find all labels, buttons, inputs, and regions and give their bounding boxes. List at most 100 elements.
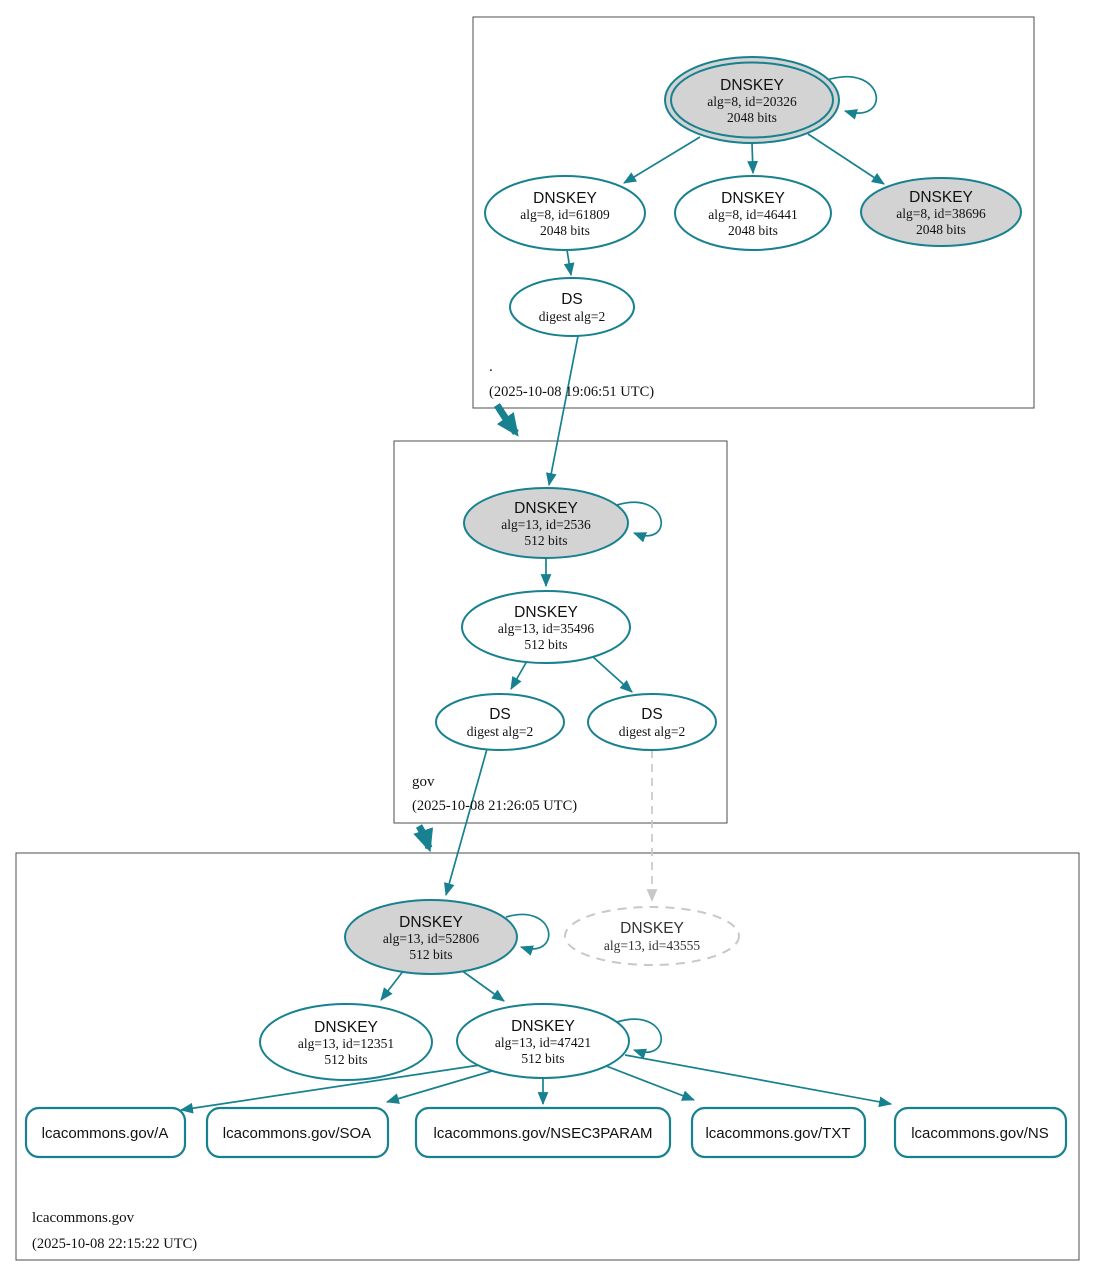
rrset-ns-box[interactable] (893, 1106, 1068, 1159)
dnskey-38696-bits: 2048 bits (916, 222, 966, 237)
dnskey-61809-bits: 2048 bits (540, 223, 590, 238)
dnskey-46441-title: DNSKEY (721, 190, 785, 207)
dnskey-43555-node[interactable]: DNSKEY alg=13, id=43555 (564, 906, 740, 966)
dnskey-47421-detail: alg=13, id=47421 (495, 1035, 591, 1050)
rrset-a-label: lcacommons.gov/A (42, 1125, 169, 1142)
dnskey-52806-title: DNSKEY (399, 914, 463, 931)
rrset-a-node[interactable]: lcacommons.gov/A (24, 1106, 187, 1159)
self-loop-dnskey-47421 (616, 1018, 663, 1059)
zone-timestamp-lcacommons: (2025-10-08 22:15:22 UTC) (32, 1236, 197, 1252)
edge-root-ds-to-gov-dnskey-2536 (545, 335, 579, 487)
edge-35496-to-ds-left (510, 660, 528, 690)
dnskey-20326-node[interactable]: DNSKEY alg=8, id=20326 2048 bits (664, 56, 840, 144)
ds-root-title: DS (561, 291, 583, 308)
edge-35496-to-ds-right (591, 655, 633, 693)
delegation-arrow-gov-to-lcacommons (413, 824, 434, 853)
dnskey-35496-bits: 512 bits (524, 637, 567, 652)
dnskey-12351-node[interactable]: DNSKEY alg=13, id=12351 512 bits (259, 1003, 433, 1081)
zone-timestamp-root: (2025-10-08 19:06:51 UTC) (489, 384, 654, 400)
dnskey-61809-detail: alg=8, id=61809 (520, 207, 610, 222)
ds-gov-right-ellipse[interactable] (587, 693, 717, 751)
dnskey-20326-bits: 2048 bits (727, 110, 777, 125)
dnskey-35496-ellipse[interactable] (461, 590, 631, 664)
dnskey-2536-ellipse[interactable] (463, 487, 629, 559)
dnskey-2536-detail: alg=13, id=2536 (501, 517, 591, 532)
dnskey-20326-ellipse-outer[interactable] (664, 56, 840, 144)
dnskey-12351-detail: alg=13, id=12351 (298, 1036, 394, 1051)
rrset-soa-box[interactable] (205, 1106, 390, 1159)
rrset-txt-box[interactable] (690, 1106, 867, 1159)
dnskey-12351-title: DNSKEY (314, 1019, 378, 1036)
ds-root-node[interactable]: DS digest alg=2 (509, 277, 635, 337)
dnskey-46441-bits: 2048 bits (728, 223, 778, 238)
self-loop-dnskey-52806 (505, 913, 550, 956)
ds-root-ellipse[interactable] (509, 277, 635, 337)
ds-gov-left-node[interactable]: DS digest alg=2 (435, 693, 565, 751)
rrset-ns-node[interactable]: lcacommons.gov/NS (893, 1106, 1068, 1159)
dnskey-38696-node[interactable]: DNSKEY alg=8, id=38696 2048 bits (860, 177, 1022, 247)
dnskey-38696-title: DNSKEY (909, 189, 973, 206)
dnskey-61809-ellipse[interactable] (484, 175, 646, 251)
edge-47421-to-rrset-ns (624, 1054, 893, 1108)
rrset-nsec3param-box[interactable] (414, 1106, 672, 1159)
edge-52806-to-47421 (460, 969, 505, 1002)
dnskey-61809-title: DNSKEY (533, 190, 597, 207)
ds-gov-left-title: DS (489, 706, 511, 723)
dnskey-20326-ellipse-inner (670, 61, 834, 139)
dnskey-12351-ellipse[interactable] (259, 1003, 433, 1081)
rrset-a-box[interactable] (24, 1106, 187, 1159)
dnskey-35496-title: DNSKEY (514, 604, 578, 621)
dnskey-2536-title: DNSKEY (514, 500, 578, 517)
rrset-txt-node[interactable]: lcacommons.gov/TXT (690, 1106, 867, 1159)
rrset-soa-node[interactable]: lcacommons.gov/SOA (205, 1106, 390, 1159)
edge-61809-to-ds (563, 249, 575, 277)
dnskey-47421-ellipse[interactable] (456, 1003, 630, 1079)
edge-47421-to-rrset-txt (600, 1063, 696, 1101)
ds-gov-right-title: DS (641, 706, 663, 723)
zone-label-lcacommons: lcacommons.gov (32, 1210, 135, 1226)
dnskey-35496-detail: alg=13, id=35496 (498, 621, 594, 636)
dnskey-47421-bits: 512 bits (521, 1051, 564, 1066)
dnskey-38696-ellipse[interactable] (860, 177, 1022, 247)
ds-root-detail: digest alg=2 (539, 309, 605, 324)
ds-gov-right-node[interactable]: DS digest alg=2 (587, 693, 717, 751)
dnskey-52806-ellipse[interactable] (344, 899, 518, 975)
dnskey-47421-title: DNSKEY (511, 1018, 575, 1035)
rrset-nsec3param-label: lcacommons.gov/NSEC3PARAM (434, 1125, 653, 1142)
dnskey-38696-detail: alg=8, id=38696 (896, 206, 986, 221)
dnskey-12351-bits: 512 bits (324, 1052, 367, 1067)
zone-timestamp-gov: (2025-10-08 21:26:05 UTC) (412, 798, 577, 814)
zone-label-root: . (489, 359, 493, 375)
edge-47421-to-rrset-soa (385, 1070, 493, 1104)
rrset-ns-label: lcacommons.gov/NS (911, 1125, 1049, 1142)
dnskey-2536-bits: 512 bits (524, 533, 567, 548)
edge-52806-to-12351 (380, 969, 405, 1001)
dnskey-43555-title: DNSKEY (620, 920, 684, 937)
dnskey-46441-ellipse[interactable] (674, 175, 832, 251)
dnskey-43555-ellipse[interactable] (564, 906, 740, 966)
self-loop-dnskey-2536 (616, 501, 663, 543)
rrset-soa-label: lcacommons.gov/SOA (223, 1125, 371, 1142)
edge-gov-ds-to-lca-dnskey-52806 (444, 748, 488, 897)
rrset-nsec3param-node[interactable]: lcacommons.gov/NSEC3PARAM (414, 1106, 672, 1159)
dnskey-35496-node[interactable]: DNSKEY alg=13, id=35496 512 bits (461, 590, 631, 664)
dnskey-52806-bits: 512 bits (409, 947, 452, 962)
dnskey-52806-detail: alg=13, id=52806 (383, 931, 479, 946)
zone-label-gov: gov (412, 774, 435, 790)
dnskey-52806-node[interactable]: DNSKEY alg=13, id=52806 512 bits (344, 899, 518, 975)
dnskey-46441-node[interactable]: DNSKEY alg=8, id=46441 2048 bits (674, 175, 832, 251)
self-loop-dnskey-20326 (826, 75, 878, 120)
dnskey-61809-node[interactable]: DNSKEY alg=8, id=61809 2048 bits (484, 175, 646, 251)
edge-20326-to-61809 (623, 136, 701, 184)
dnskey-20326-detail: alg=8, id=20326 (707, 94, 797, 109)
dnskey-47421-node[interactable]: DNSKEY alg=13, id=47421 512 bits (456, 1003, 630, 1079)
dnskey-46441-detail: alg=8, id=46441 (708, 207, 797, 222)
ds-gov-left-detail: digest alg=2 (467, 724, 533, 739)
dnskey-2536-node[interactable]: DNSKEY alg=13, id=2536 512 bits (463, 487, 629, 559)
delegation-arrow-root-to-gov (494, 403, 519, 437)
dnskey-43555-detail: alg=13, id=43555 (604, 938, 700, 953)
ds-gov-left-ellipse[interactable] (435, 693, 565, 751)
ds-gov-right-detail: digest alg=2 (619, 724, 685, 739)
